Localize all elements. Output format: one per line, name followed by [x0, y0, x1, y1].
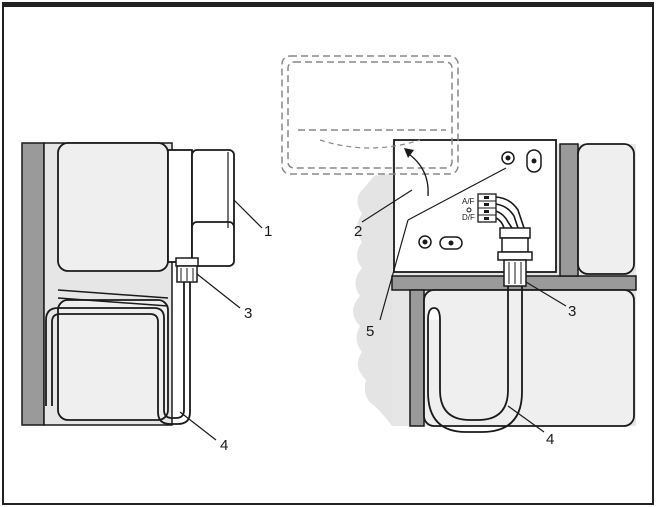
terminal-label-dc: D/F [462, 213, 475, 222]
left-view: 1 3 4 [21, 142, 272, 454]
right-brick-upper [577, 143, 635, 275]
cable-loop-left [163, 282, 185, 419]
right-brick-lower [423, 289, 635, 427]
callout-4-right: 4 [546, 431, 554, 448]
cable-loop-right [439, 286, 509, 421]
device-base-plate: A/F D/F [393, 139, 557, 273]
terminal-label-ac: A/F [462, 197, 475, 206]
right-view: A/F D/F [281, 55, 637, 448]
device-side-view [167, 149, 235, 267]
left-brick-lower [57, 299, 169, 421]
callout-3-right: 3 [568, 303, 576, 320]
cable-gland-left [175, 257, 199, 283]
cable-gland-right [497, 227, 533, 287]
callout-1: 1 [264, 223, 272, 240]
cover-outline-dashed [281, 55, 459, 175]
callout-5: 5 [366, 323, 374, 340]
callout-3-left: 3 [244, 305, 252, 322]
callout-4-left: 4 [220, 437, 228, 454]
callout-2: 2 [354, 223, 362, 240]
left-brick-upper [57, 142, 169, 272]
left-wall-strip [21, 142, 45, 426]
